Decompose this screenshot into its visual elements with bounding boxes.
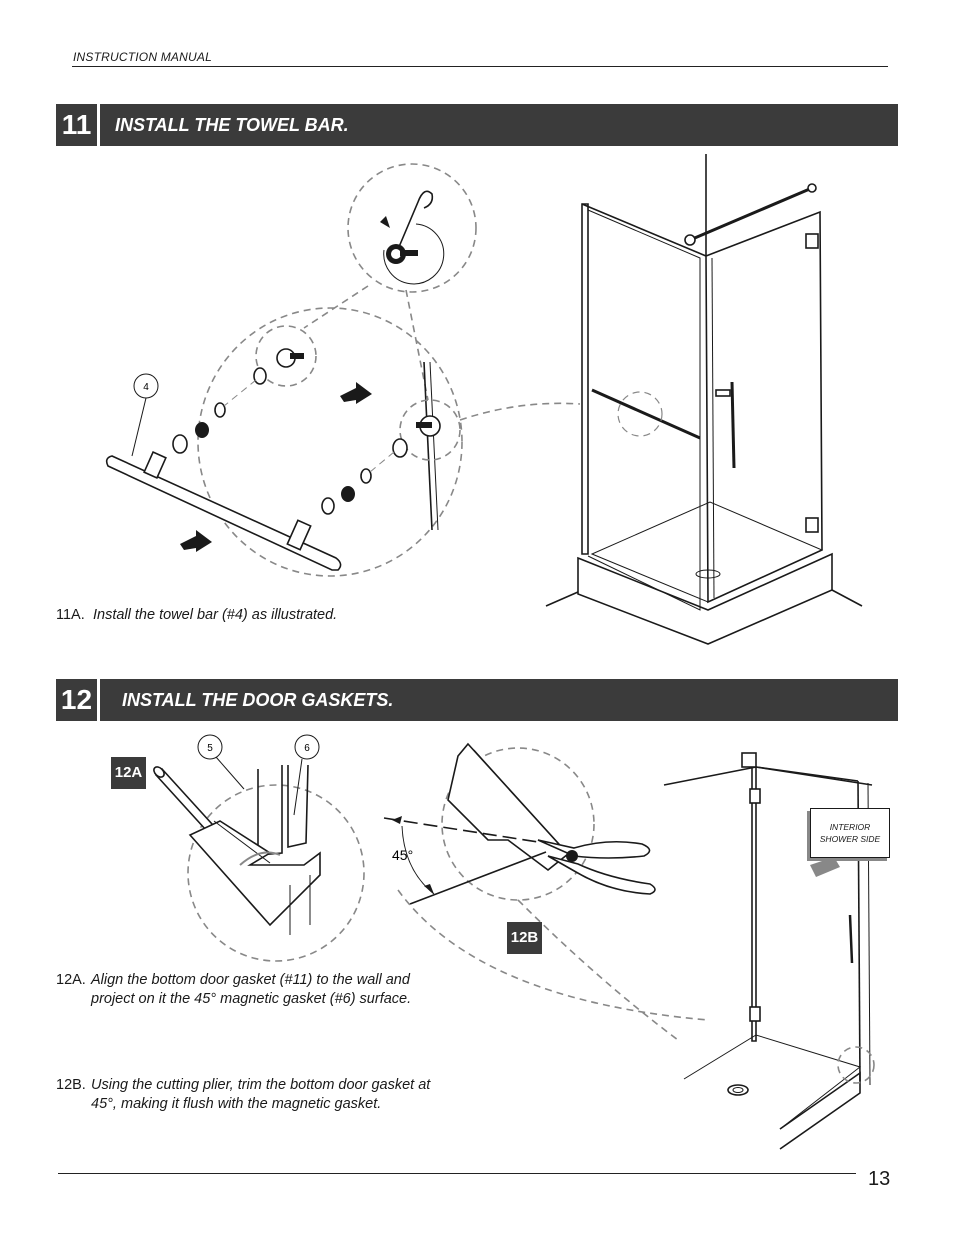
footer-divider [58,1173,856,1174]
caption-12a-line1: Align the bottom door gasket (#11) to th… [91,972,410,988]
step-11-title: INSTALL THE TOWEL BAR. [115,115,349,135]
angle-label: 45° [392,847,413,863]
caption-12a-line2: project on it the 45° magnetic gasket (#… [91,991,412,1007]
step-11-separator [97,104,100,146]
header-divider [72,66,888,67]
caption-12b-line2: 45°, making it flush with the magnetic g… [91,1096,382,1112]
step-12-header: 12 INSTALL THE DOOR GASKETS. [56,679,898,721]
gasket-alignment-illustration: 5 6 [153,734,365,962]
shower-enclosure-illustration [545,154,863,645]
step-11-number: 11 [61,109,92,140]
caption-12a-id: 12A. [56,972,86,988]
caption-12b: 12B. Using the cutting plier, trim the b… [56,1076,476,1116]
caption-12b-id: 12B. [56,1077,86,1093]
interior-label-line1: INTERIOR [829,822,871,832]
shower-enclosure-gasket-view [663,752,875,1150]
caption-11a-text: Install the towel bar (#4) as illustrate… [93,607,338,623]
step-12-title: INSTALL THE DOOR GASKETS. [122,690,394,710]
step-12-number: 12 [60,684,93,715]
page-number: 13 [868,1168,891,1190]
callout-6: 6 [304,743,310,754]
step-11-header: 11 INSTALL THE TOWEL BAR. [56,104,898,146]
caption-11a-id: 11A. [56,607,85,623]
interior-shower-side-label: INTERIOR SHOWER SIDE [810,808,890,858]
step-12-separator [97,679,100,721]
callout-5: 5 [207,743,213,754]
tag-12b: 12B [507,922,542,954]
manual-header-label: INSTRUCTION MANUAL [73,50,212,64]
interior-label-line2: SHOWER SIDE [819,834,881,844]
tag-12a: 12A [111,757,146,789]
caption-12b-line1: Using the cutting plier, trim the bottom… [91,1077,431,1093]
caption-11a: 11A. Install the towel bar (#4) as illus… [56,606,496,626]
towel-bar-exploded-illustration: 4 [105,163,581,577]
caption-12a: 12A. Align the bottom door gasket (#11) … [56,971,476,1011]
gasket-trim-illustration: 45° [383,742,709,1041]
callout-4: 4 [143,382,149,393]
